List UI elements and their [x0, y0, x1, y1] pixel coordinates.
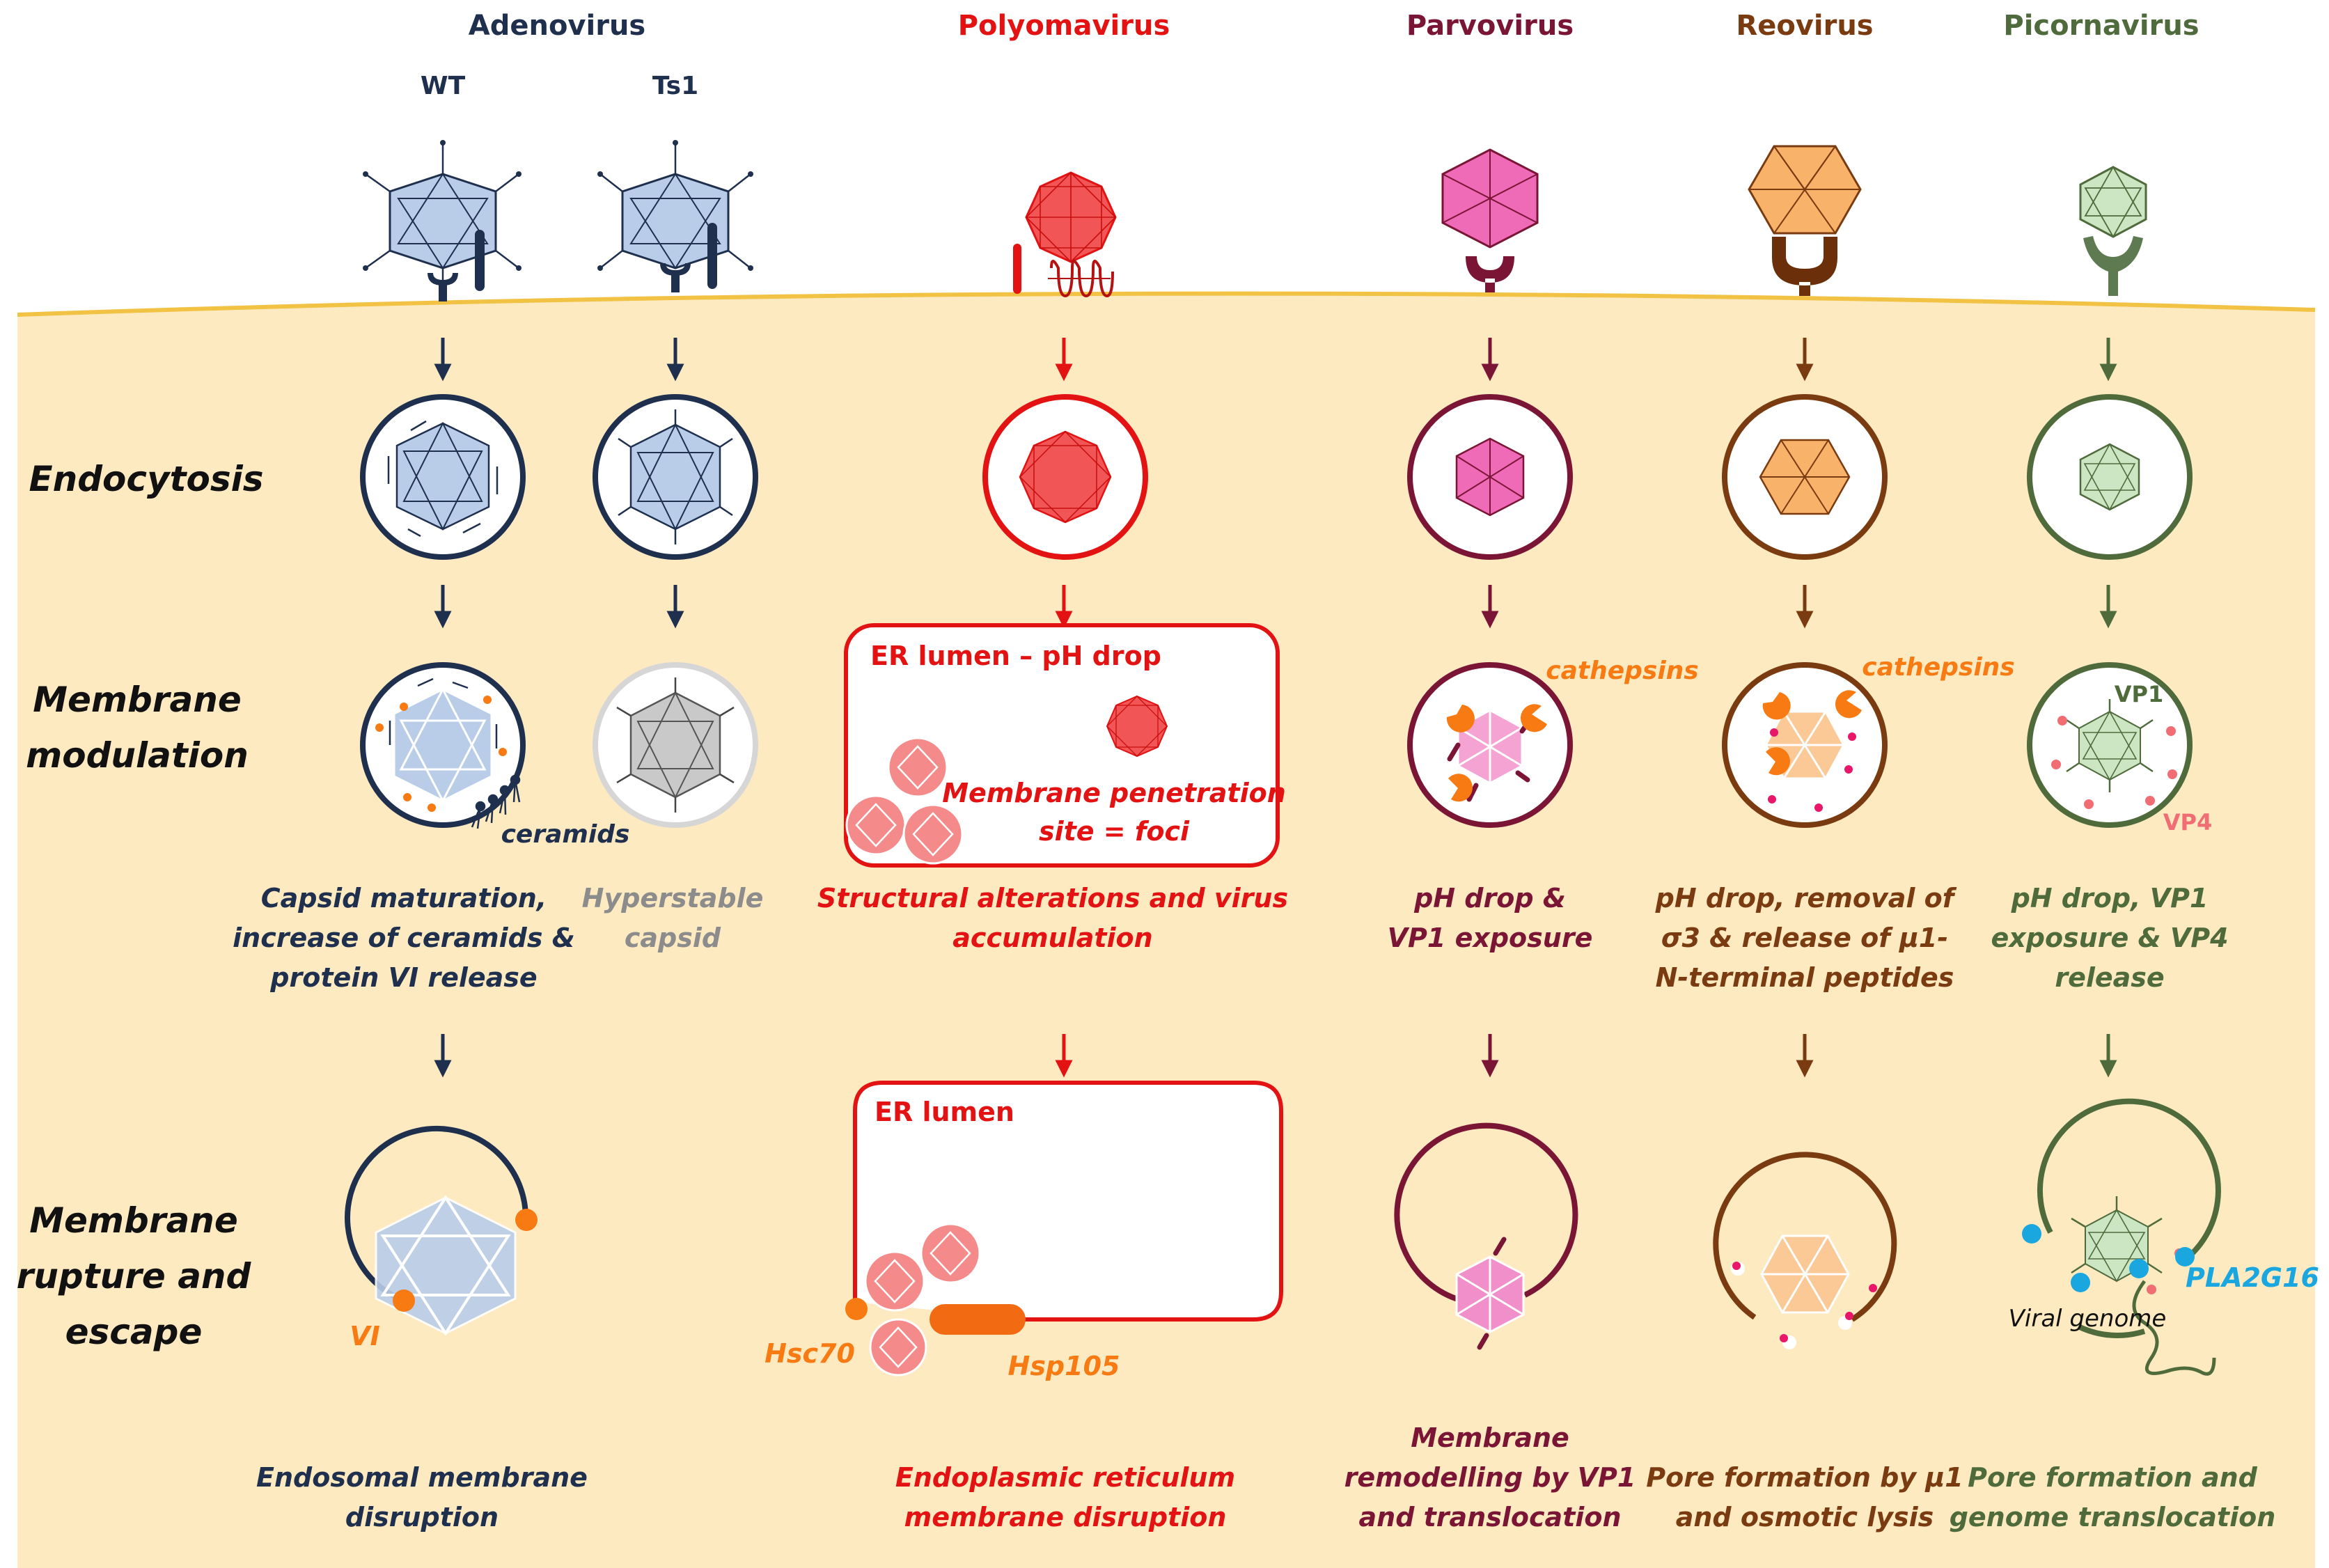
- adenovirus-wt-virion: [363, 140, 522, 292]
- stage-endocytosis: Endocytosis: [29, 459, 263, 499]
- cathepsin-icons-reo: [1762, 690, 1862, 776]
- label-viral-genome: Viral genome: [2009, 1305, 2167, 1333]
- parvovirus-virion: [1441, 148, 1539, 249]
- label-vi: VI: [350, 1321, 380, 1351]
- endosome-reo: [1722, 394, 1888, 560]
- reovirus-receptor-icon: [1772, 237, 1837, 296]
- header-parvovirus: Parvovirus: [1406, 10, 1574, 42]
- caption-rup-adeno-1: Endosomal membrane: [256, 1462, 588, 1493]
- label-wt: WT: [421, 72, 466, 100]
- label-ceramids: ceramids: [501, 820, 630, 849]
- rupture-polyoma-er: ER lumen Hsc70 Hsp105: [764, 1081, 1283, 1381]
- caption-mod-picorna-3: release: [2055, 962, 2164, 993]
- label-hsp105: Hsp105: [1008, 1351, 1120, 1381]
- polyomavirus-virion: [1025, 171, 1117, 263]
- cytoplasm-background: [17, 293, 2315, 1568]
- caption-rup-polyoma-2: membrane disruption: [904, 1502, 1227, 1532]
- label-membrane-penetration-line2: site = foci: [1039, 816, 1190, 847]
- picornavirus-receptor-icon: [2083, 236, 2143, 296]
- caption-mod-picorna-1: pH drop, VP1: [2011, 883, 2209, 914]
- endosome-polyoma: [982, 394, 1148, 560]
- rupture-reo: [1713, 1152, 1897, 1349]
- viral-genome-strand: [2132, 1280, 2216, 1376]
- polyomavirus-receptor-icon: [1013, 244, 1114, 298]
- caption-mod-adeno-wt-2: increase of ceramids &: [233, 923, 575, 953]
- label-vp4: VP4: [2163, 809, 2212, 836]
- caption-mod-picorna-2: exposure & VP4: [1991, 923, 2228, 953]
- label-hsc70: Hsc70: [764, 1338, 855, 1369]
- caption-mod-reo-2: σ3 & release of μ1-: [1661, 923, 1948, 953]
- rupture-picorna: PLA2G16 Viral genome: [2009, 1098, 2319, 1376]
- modulation-reo: cathepsins: [1722, 653, 2015, 828]
- label-membrane-penetration-line1: Membrane penetration: [942, 778, 1286, 808]
- protein-vi-dot: [515, 1209, 538, 1231]
- label-vp1: VP1: [2115, 681, 2163, 707]
- hsc70-dot: [845, 1298, 868, 1320]
- modulation-parvo: cathepsins: [1407, 657, 1699, 828]
- endosome-picorna: [2027, 394, 2193, 560]
- caption-mod-adeno-ts1-1: Hyperstable: [582, 883, 764, 914]
- caption-rup-parvo-3: and translocation: [1359, 1502, 1622, 1532]
- endosome-adeno-ts1: [593, 394, 758, 560]
- caption-rup-reo-2: and osmotic lysis: [1676, 1502, 1934, 1532]
- picornavirus-virion: [2079, 166, 2147, 238]
- caption-mod-polyoma-1: Structural alterations and virus: [817, 883, 1288, 914]
- label-pla2g16: PLA2G16: [2186, 1262, 2319, 1293]
- header-reovirus: Reovirus: [1736, 10, 1873, 42]
- caption-rup-parvo-2: remodelling by VP1: [1344, 1462, 1636, 1493]
- caption-rup-picorna-1: Pore formation and: [1968, 1462, 2258, 1493]
- adenovirus-wt-receptor-icon: [428, 230, 485, 301]
- rupture-adeno: VI: [345, 1126, 538, 1351]
- header-polyomavirus: Polyomavirus: [958, 10, 1170, 42]
- caption-mod-adeno-ts1-2: capsid: [625, 923, 721, 953]
- caption-rup-polyoma-1: Endoplasmic reticulum: [895, 1462, 1235, 1493]
- endosome-parvo: [1407, 394, 1573, 560]
- plasma-membrane: [17, 291, 2316, 317]
- caption-mod-adeno-wt-3: protein VI release: [269, 962, 537, 993]
- caption-rup-picorna-2: genome translocation: [1950, 1502, 2276, 1532]
- stage-rupture-line2: rupture and: [17, 1256, 252, 1296]
- caption-mod-parvo-1: pH drop &: [1413, 883, 1566, 914]
- caption-rup-reo-1: Pore formation by μ1: [1646, 1462, 1963, 1493]
- cathepsin-icons-parvo: [1446, 704, 1547, 802]
- label-er-lumen-ph-drop: ER lumen – pH drop: [870, 641, 1161, 671]
- caption-mod-reo-1: pH drop, removal of: [1655, 883, 1957, 914]
- parvovirus-receptor-icon: [1466, 256, 1514, 292]
- hsp105-bar: [930, 1304, 1026, 1335]
- label-ts1: Ts1: [652, 72, 698, 100]
- ceramid-lipids-icon: [471, 774, 521, 829]
- stage-rupture-line3: escape: [65, 1312, 203, 1352]
- modulation-polyoma-er: ER lumen – pH drop Membrane penetration …: [844, 623, 1286, 868]
- polyoma-foci-cluster: [845, 737, 964, 865]
- caption-mod-adeno-wt-1: Capsid maturation,: [261, 883, 547, 914]
- header-picornavirus: Picornavirus: [2003, 10, 2199, 42]
- caption-mod-reo-3: N-terminal peptides: [1656, 962, 1954, 993]
- rupture-parvo: [1394, 1122, 1578, 1350]
- header-adenovirus: Adenovirus: [469, 10, 645, 42]
- endosome-adeno-wt: [360, 394, 526, 560]
- stage-modulation-line2: modulation: [26, 735, 249, 776]
- reovirus-virion: [1748, 145, 1862, 235]
- stage-rupture-line1: Membrane: [29, 1200, 237, 1241]
- label-cathepsins-reo: cathepsins: [1862, 653, 2014, 682]
- arrows: [434, 338, 2117, 1078]
- stage-modulation-line1: Membrane: [33, 680, 241, 720]
- label-cathepsins-parvo: cathepsins: [1546, 657, 1698, 685]
- adenovirus-ts1-virion: [597, 140, 753, 271]
- caption-rup-adeno-2: disruption: [345, 1502, 499, 1532]
- polyoma-particle-er: [1106, 695, 1168, 758]
- pla2g16-dots: [2022, 1224, 2195, 1292]
- modulation-adeno-ts1: [593, 662, 758, 828]
- modulation-adeno-wt: ceramids: [360, 662, 630, 849]
- modulation-picorna: VP1 VP4: [2027, 662, 2212, 836]
- caption-rup-parvo-1: Membrane: [1411, 1422, 1569, 1453]
- caption-mod-polyoma-2: accumulation: [952, 923, 1152, 953]
- adenovirus-ts1-receptor-icon: [660, 223, 717, 292]
- caption-mod-parvo-2: VP1 exposure: [1388, 923, 1593, 953]
- label-er-lumen: ER lumen: [875, 1097, 1014, 1127]
